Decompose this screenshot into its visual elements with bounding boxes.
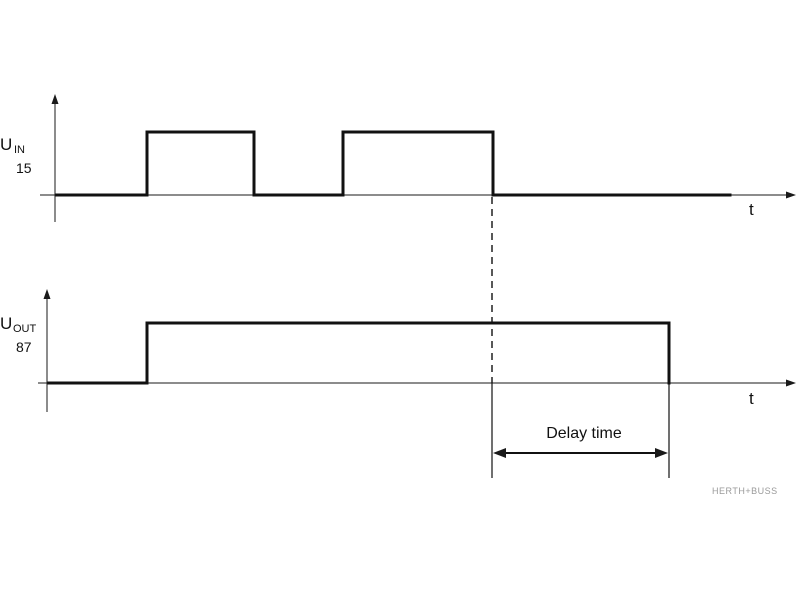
delay-annotation: Delay time (491, 197, 670, 478)
delay-arrow-right (655, 448, 668, 458)
input-x-axis-arrow (786, 191, 796, 199)
output-x-axis-arrow (786, 379, 796, 387)
output-label-main: U (0, 314, 12, 333)
output-signal-group: U OUT 87 t (0, 289, 796, 412)
input-label-sub: IN (14, 144, 25, 156)
input-waveform (55, 130, 732, 197)
input-axis-label: t (749, 200, 754, 219)
output-y-axis-arrow (43, 289, 51, 299)
brand-watermark: HERTH+BUSS (712, 486, 778, 496)
delay-time-label: Delay time (546, 425, 622, 442)
input-label-main: U (0, 135, 12, 154)
delay-arrow-left (493, 448, 506, 458)
output-axis-label: t (749, 389, 754, 408)
input-label-num: 15 (16, 160, 32, 176)
input-y-axis-arrow (51, 94, 59, 104)
output-label-num: 87 (16, 339, 32, 355)
input-signal-group: U IN 15 t (0, 94, 796, 222)
output-waveform (47, 321, 671, 385)
output-label-sub: OUT (13, 323, 37, 335)
